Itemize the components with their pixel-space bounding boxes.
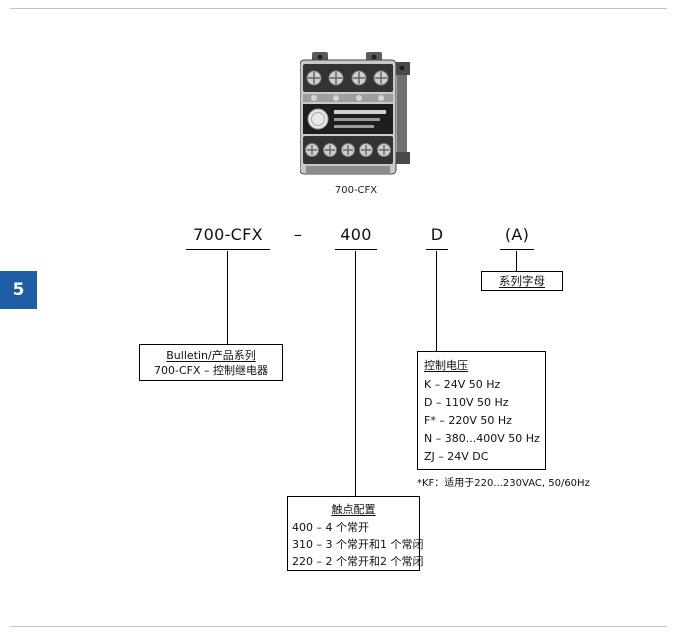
- connector-line-series-letter: [516, 251, 517, 271]
- contactor-illustration: [300, 52, 410, 175]
- product-caption: 700-CFX: [334, 185, 378, 196]
- bulletin-description: 700-CFX – 控制继电器: [153, 364, 268, 377]
- contact-config-box: 触点配置 400 – 4 个常开 310 – 3 个常开和1 个常闭 220 –…: [287, 496, 424, 571]
- part-number-series: 700-CFX: [186, 225, 270, 250]
- voltage-option: ZJ – 24V DC: [424, 450, 489, 463]
- bulletin-title: Bulletin/产品系列: [166, 349, 256, 362]
- voltage-option: N – 380...400V 50 Hz: [424, 432, 540, 445]
- control-voltage-title: 控制电压: [424, 359, 468, 372]
- bottom-rule: [10, 626, 667, 627]
- contact-option: 220 – 2 个常开和2 个常闭: [292, 555, 424, 568]
- part-number-contacts: 400: [335, 225, 377, 250]
- product-photo: [300, 52, 412, 182]
- contact-option: 400 – 4 个常开: [292, 521, 369, 534]
- connector-line-series: [227, 251, 228, 344]
- part-number-dash: –: [293, 225, 303, 244]
- voltage-option: D – 110V 50 Hz: [424, 396, 509, 409]
- top-rule: [10, 8, 667, 9]
- part-number-voltage: D: [426, 225, 448, 250]
- voltage-footnote: *KF：适用于220...230VAC, 50/60Hz: [417, 478, 590, 489]
- bulletin-box: Bulletin/产品系列 700-CFX – 控制继电器: [139, 344, 283, 381]
- contact-config-title: 触点配置: [331, 503, 376, 516]
- connector-line-voltage: [436, 251, 437, 351]
- voltage-option: F* – 220V 50 Hz: [424, 414, 512, 427]
- page-number-tab: 5: [0, 271, 37, 309]
- series-letter-title: 系列字母: [499, 274, 545, 288]
- contact-option: 310 – 3 个常开和1 个常闭: [292, 538, 424, 551]
- series-letter-box: 系列字母: [481, 271, 563, 291]
- page-number: 5: [12, 280, 25, 300]
- part-number-series-letter: (A): [500, 225, 534, 250]
- voltage-option: K – 24V 50 Hz: [424, 378, 501, 391]
- control-voltage-box: 控制电压 K – 24V 50 Hz D – 110V 50 Hz F* – 2…: [417, 351, 546, 470]
- connector-line-contacts: [355, 251, 356, 496]
